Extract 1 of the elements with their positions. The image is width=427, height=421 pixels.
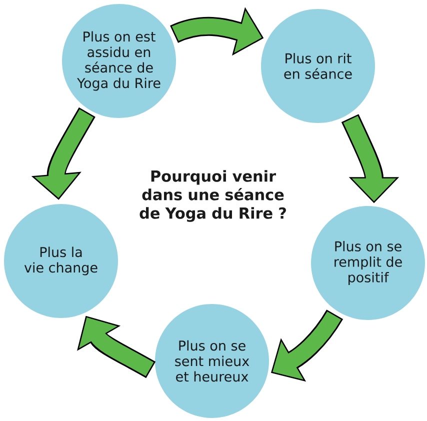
title: Pourquoi venir dans une séance de Yoga du Rire ? xyxy=(140,170,286,222)
